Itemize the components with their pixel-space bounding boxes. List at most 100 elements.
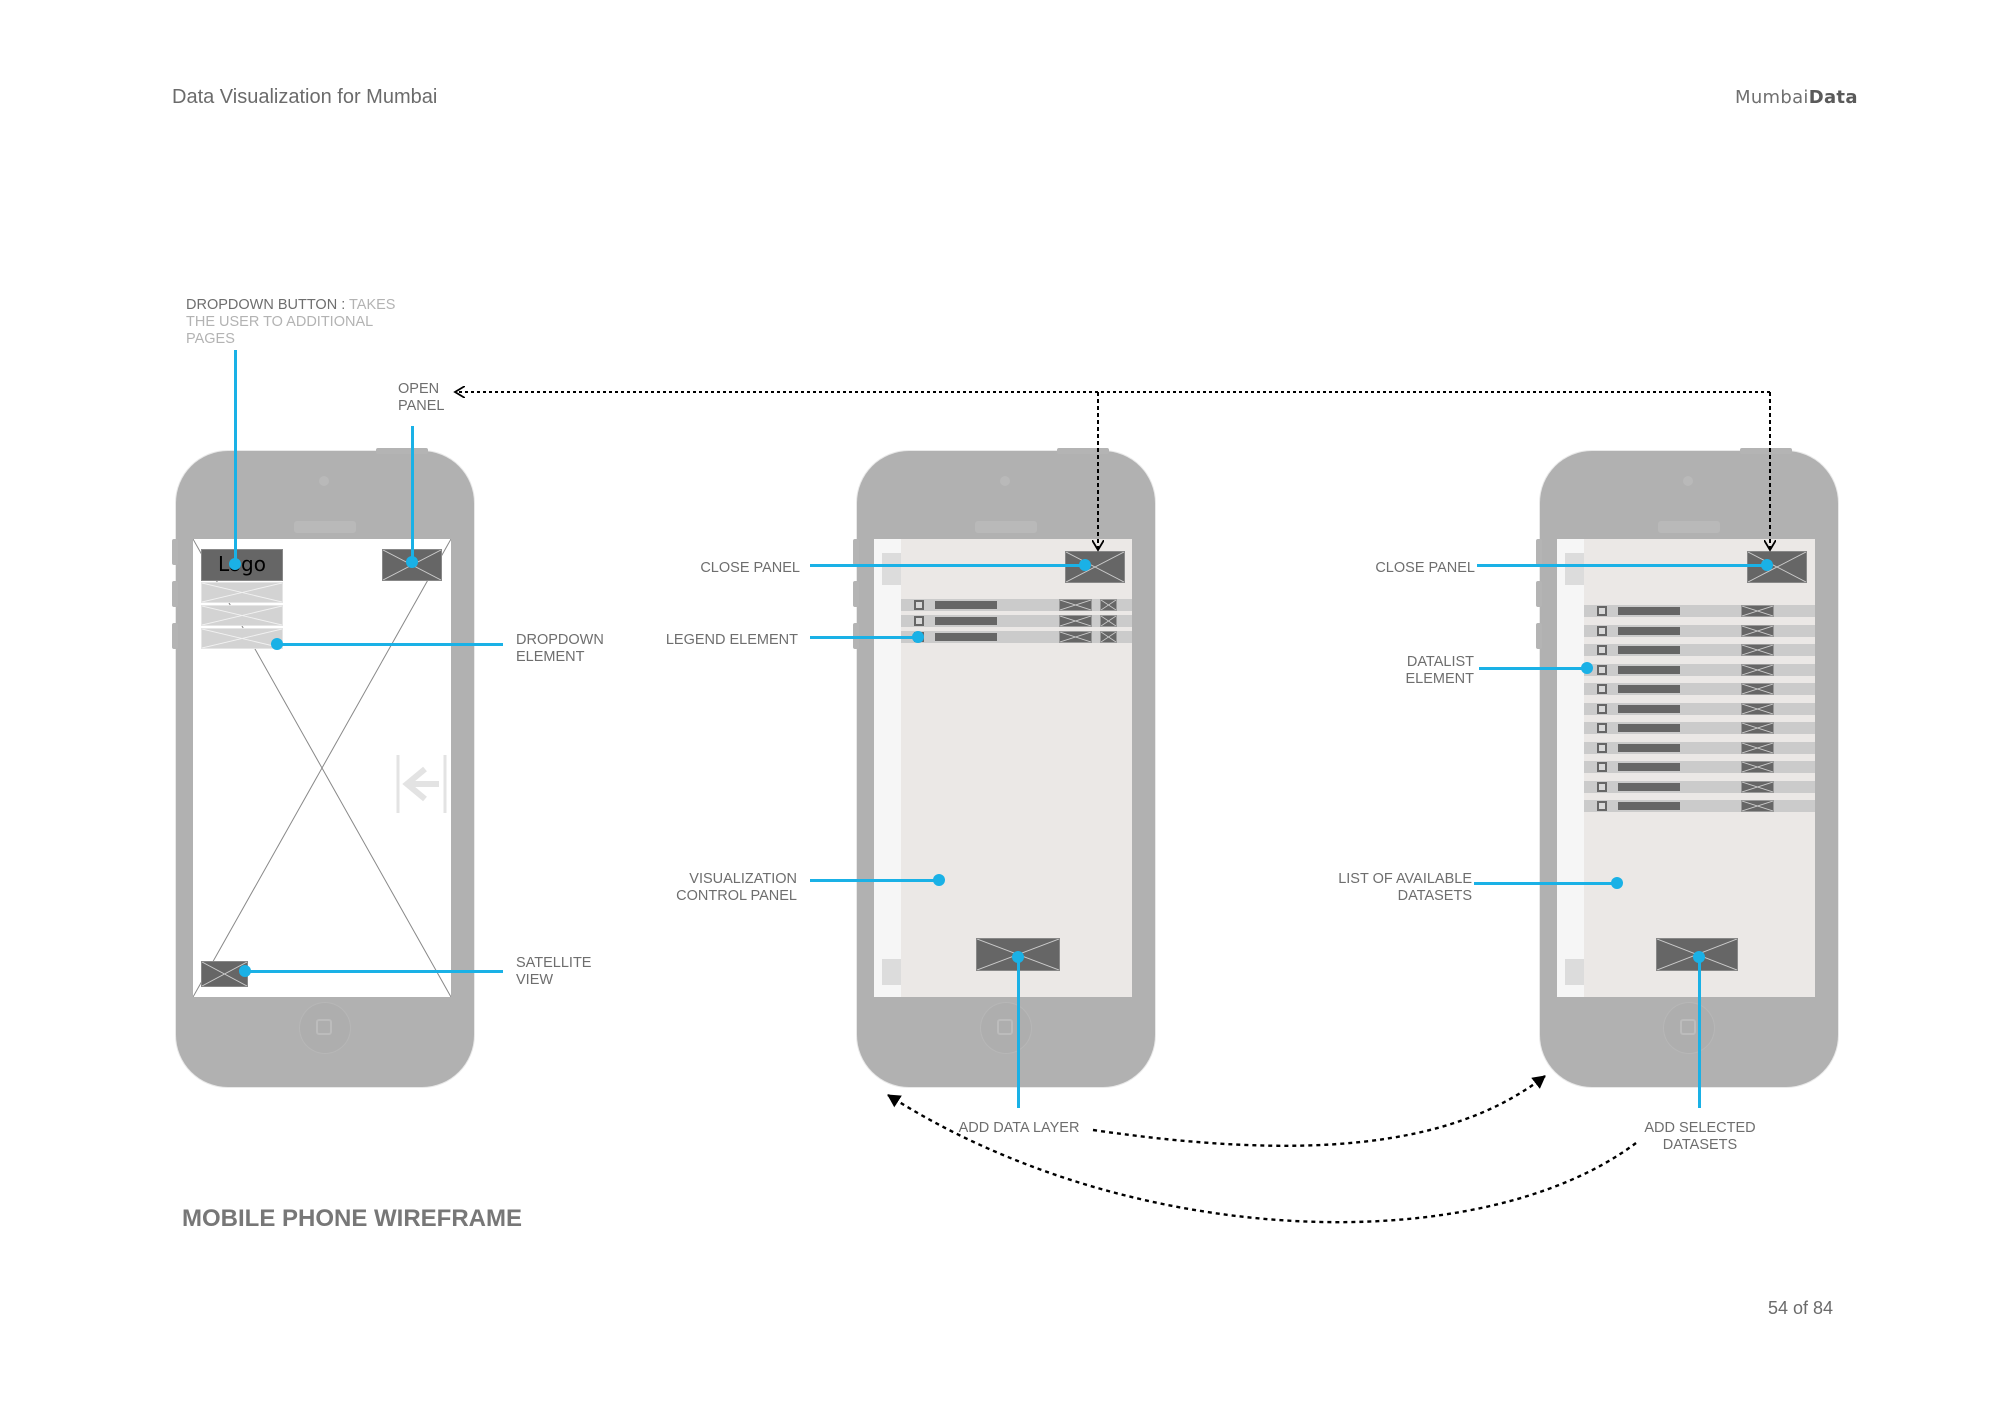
callout-dot	[1581, 662, 1593, 674]
camera	[319, 476, 329, 486]
annotation-datalist-element: DATALIST ELEMENT	[1370, 654, 1475, 688]
close-panel-button[interactable]	[1747, 551, 1807, 583]
dataset-name-placeholder	[1618, 743, 1680, 752]
datalist-row[interactable]	[1584, 624, 1815, 637]
dataset-preview-icon[interactable]	[1741, 761, 1774, 773]
dataset-preview-icon[interactable]	[1741, 663, 1774, 676]
dropdown-item[interactable]	[201, 582, 283, 603]
dataset-checkbox[interactable]	[1597, 781, 1607, 792]
datalist-row[interactable]	[1584, 605, 1815, 617]
volume-up-button	[1536, 581, 1542, 607]
legend-style-button[interactable]	[1059, 615, 1092, 627]
callout-line	[1698, 956, 1701, 1108]
callout-line	[810, 636, 917, 639]
add-selected-datasets-flow-arrow	[887, 1093, 1637, 1224]
legend-remove-button[interactable]	[1100, 599, 1117, 611]
logo-dropdown-button[interactable]: Logo	[201, 549, 283, 581]
legend-row[interactable]	[901, 615, 1132, 627]
legend-remove-button[interactable]	[1100, 631, 1117, 643]
dataset-preview-icon[interactable]	[1741, 780, 1774, 793]
annotation-text: VISUALIZATION	[689, 871, 797, 887]
screen	[1557, 539, 1815, 997]
annotation-text: ELEMENT	[1405, 671, 1475, 687]
dataset-checkbox[interactable]	[1597, 625, 1607, 636]
available-datasets-panel	[1584, 539, 1815, 997]
callout-line	[810, 564, 1085, 567]
home-button	[981, 1003, 1031, 1053]
datalist-row[interactable]	[1584, 663, 1815, 676]
dataset-checkbox[interactable]	[1597, 606, 1607, 616]
mute-switch	[172, 539, 178, 565]
legend-checkbox[interactable]	[914, 600, 924, 610]
satellite-ghost	[882, 959, 901, 985]
annotation-text: PAGES	[186, 331, 235, 347]
power-button	[1057, 448, 1109, 454]
dataset-checkbox[interactable]	[1597, 684, 1607, 694]
dataset-preview-icon[interactable]	[1741, 644, 1774, 656]
dataset-preview-icon[interactable]	[1741, 722, 1774, 734]
datalist-row[interactable]	[1584, 702, 1815, 715]
callout-line	[276, 643, 503, 646]
callout-line	[1477, 564, 1767, 567]
annotation-list-of-available-datasets: LIST OF AVAILABLE DATASETS	[1300, 871, 1472, 905]
dataset-preview-icon[interactable]	[1741, 741, 1774, 754]
dataset-checkbox[interactable]	[1597, 645, 1607, 655]
annotation-text: CLOSE PANEL	[1375, 560, 1475, 576]
volume-down-button	[1536, 623, 1542, 649]
datalist-row[interactable]	[1584, 761, 1815, 773]
legend-style-button[interactable]	[1059, 631, 1092, 643]
dataset-checkbox[interactable]	[1597, 664, 1607, 675]
volume-up-button	[853, 581, 859, 607]
dataset-name-placeholder	[1618, 802, 1680, 810]
callout-line	[234, 350, 237, 565]
dataset-checkbox[interactable]	[1597, 762, 1607, 772]
annotation-text: CONTROL PANEL	[676, 888, 797, 904]
annotation-text: LIST OF AVAILABLE	[1338, 871, 1472, 887]
callout-dot	[1012, 951, 1024, 963]
annotation-dropdown-button: DROPDOWN BUTTON : TAKES THE USER TO ADDI…	[186, 297, 395, 348]
legend-checkbox[interactable]	[914, 616, 924, 626]
annotation-text: DROPDOWN BUTTON :	[186, 297, 346, 313]
home-button	[1664, 1003, 1714, 1053]
collapse-left-arrow-icon[interactable]	[395, 753, 447, 815]
datalist-row[interactable]	[1584, 683, 1815, 695]
callout-dot	[229, 558, 241, 570]
screen	[874, 539, 1132, 997]
annotation-text: OPEN	[398, 381, 440, 397]
annotation-dropdown-element: DROPDOWN ELEMENT	[516, 632, 604, 666]
map-strip	[874, 539, 901, 997]
dropdown-item[interactable]	[201, 605, 283, 626]
dataset-checkbox[interactable]	[1597, 723, 1607, 733]
dataset-preview-icon[interactable]	[1741, 683, 1774, 695]
power-button	[1740, 448, 1792, 454]
annotation-text: PANEL	[398, 398, 445, 414]
datalist-row[interactable]	[1584, 780, 1815, 793]
home-button	[300, 1003, 350, 1053]
dataset-checkbox[interactable]	[1597, 703, 1607, 714]
page-number: 54 of 84	[1768, 1298, 1834, 1318]
brand-bold: Data	[1808, 87, 1858, 108]
dataset-checkbox[interactable]	[1597, 742, 1607, 753]
dataset-preview-icon[interactable]	[1741, 605, 1774, 617]
dataset-preview-icon[interactable]	[1741, 800, 1774, 812]
callout-dot	[933, 874, 945, 886]
legend-row[interactable]	[901, 599, 1132, 611]
legend-style-button[interactable]	[1059, 599, 1092, 611]
legend-row[interactable]	[901, 631, 1132, 643]
annotation-text: CLOSE PANEL	[700, 560, 800, 576]
dataset-checkbox[interactable]	[1597, 801, 1607, 811]
dropdown-item[interactable]	[201, 628, 283, 649]
callout-line	[1479, 667, 1586, 670]
datalist-row[interactable]	[1584, 722, 1815, 734]
phone-2-visualization-panel	[853, 448, 1155, 1087]
mute-switch	[853, 539, 859, 565]
datalist-row[interactable]	[1584, 741, 1815, 754]
dataset-preview-icon[interactable]	[1741, 624, 1774, 637]
datalist-row[interactable]	[1584, 644, 1815, 656]
dataset-preview-icon[interactable]	[1741, 702, 1774, 715]
speaker	[975, 521, 1037, 533]
dataset-name-placeholder	[1618, 685, 1680, 693]
datalist-row[interactable]	[1584, 800, 1815, 812]
legend-remove-button[interactable]	[1100, 615, 1117, 627]
close-panel-button[interactable]	[1065, 551, 1125, 583]
